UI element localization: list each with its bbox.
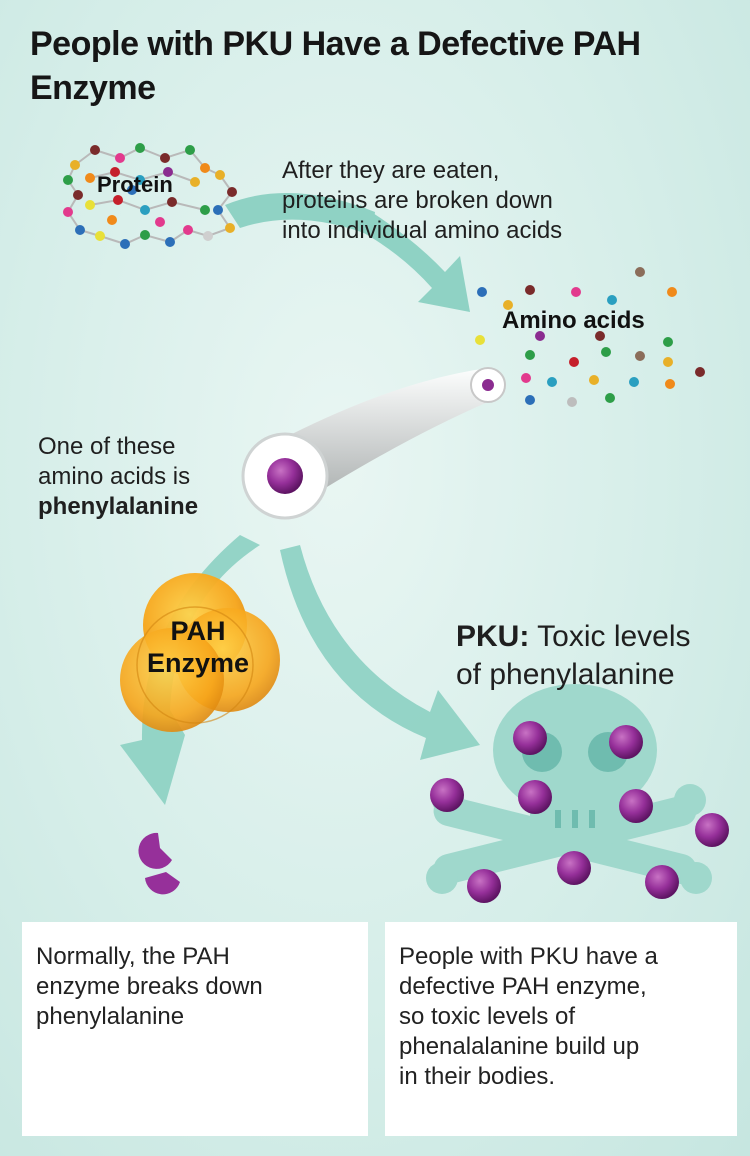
amino-acids-label: Amino acids (502, 307, 645, 334)
pku-caption-box: People with PKU have a defective PAH enz… (385, 922, 737, 1136)
pah-enzyme-label: PAH Enzyme (146, 616, 250, 678)
protein-label: Protein (97, 172, 173, 197)
arrow-to-enzyme (120, 535, 260, 805)
diagram-title: People with PKU Have a Defective PAH Enz… (30, 25, 641, 107)
toxic-phenylalanine-balls (430, 721, 729, 903)
step1-caption: After they are eaten, proteins are broke… (282, 157, 563, 244)
step2-caption: One of these amino acids is phenylalanin… (38, 433, 199, 520)
arrow-protein-to-amino (225, 193, 375, 236)
broken-phenylalanine-icon (138, 832, 180, 895)
arrow-to-pku (280, 545, 480, 760)
normal-caption-box: Normally, the PAH enzyme breaks down phe… (22, 922, 368, 1136)
pah-enzyme-icon (120, 573, 280, 732)
protein-chain-icon (63, 143, 237, 249)
zoom-tube (290, 368, 488, 510)
amino-acids-cluster-icon (475, 267, 705, 407)
pku-heading: PKU: Toxic levels of phenylalanine (456, 620, 691, 691)
